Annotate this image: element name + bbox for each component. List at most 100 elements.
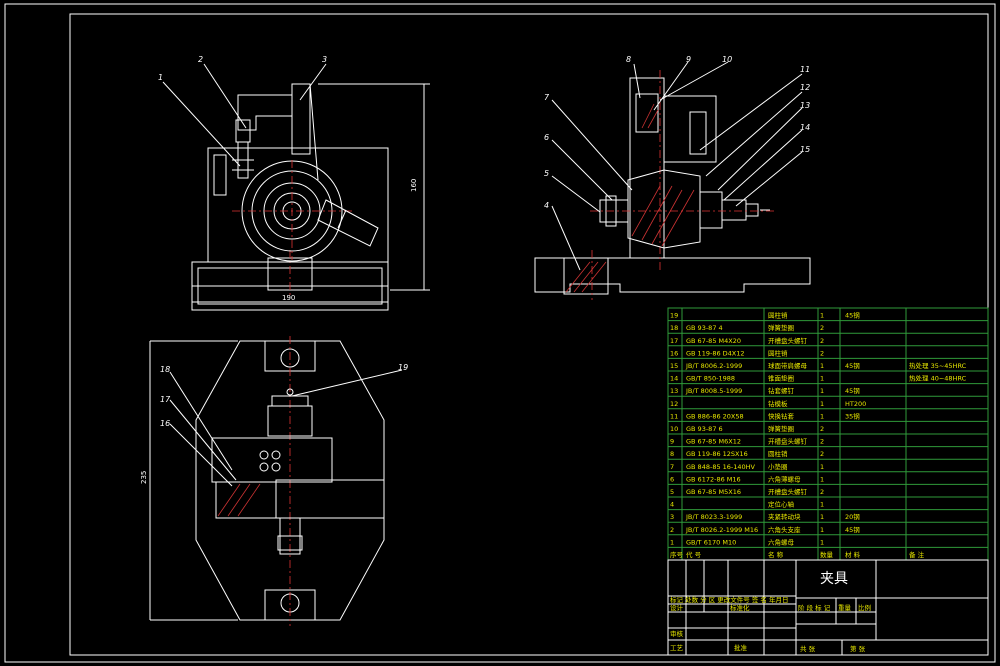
bom-cell-no: 12 <box>670 400 678 408</box>
bom-cell-no: 8 <box>670 450 674 458</box>
bom-cell-code: JB/T 8026.2-1999 M16 <box>685 526 758 534</box>
bom-cell-no: 14 <box>670 375 678 383</box>
bom-header-material: 材 料 <box>845 550 861 559</box>
callout-10: 10 <box>722 55 732 64</box>
bom-cell-no: 5 <box>670 488 674 496</box>
bom-cell-qty: 1 <box>820 375 824 383</box>
title-block: 夹具 标记 处数 分 区 更改文件号 签 名 年月日 设计 标准化 审核 工艺 … <box>667 559 989 656</box>
bom-cell-qty: 1 <box>820 475 824 483</box>
bom-cell-qty: 1 <box>820 526 824 534</box>
bom-cell-code: GB 119-86 12SX16 <box>686 450 748 458</box>
bom-header-code: 代 号 <box>686 550 702 559</box>
bom-cell-name: 六角薄螺母 <box>768 474 801 483</box>
bom-cell-material: 45钢 <box>845 312 860 320</box>
bom-cell-qty: 1 <box>820 513 824 521</box>
bom-cell-name: 开槽盘头螺钉 <box>768 336 808 345</box>
bom-cell-name: 夹紧转动块 <box>768 512 801 521</box>
bom-cell-material: HT200 <box>845 400 866 408</box>
bom-cell-no: 9 <box>670 438 674 446</box>
bom-cell-material: 45钢 <box>845 526 860 534</box>
bom-cell-code: GB 886-86 20X58 <box>686 412 744 420</box>
bom-cell-name: 弹簧垫圈 <box>768 424 794 433</box>
bom-cell-code: GB 67-85 M5X16 <box>686 488 741 496</box>
bom-cell-name: 球面带肩螺母 <box>768 361 808 370</box>
bom-cell-no: 13 <box>670 387 678 395</box>
callout-12: 12 <box>800 83 810 92</box>
bom-cell-qty: 1 <box>820 501 824 509</box>
bom-cell-remark: 热处理 35~45HRC <box>909 361 967 370</box>
bom-cell-code: GB 119-86 D4X12 <box>686 349 745 357</box>
bom-cell-name: 锥面垫圈 <box>768 374 794 383</box>
bom-header-qty: 数量 <box>820 550 834 559</box>
bom-cell-no: 1 <box>670 538 674 546</box>
bom-cell-qty: 2 <box>820 337 824 345</box>
weight-label: 重量 <box>838 604 852 612</box>
bom-cell-qty: 1 <box>820 362 824 370</box>
drawing-name: 夹具 <box>820 571 848 587</box>
bom-cell-no: 16 <box>670 349 678 357</box>
bom-cell-qty: 1 <box>820 312 824 320</box>
callout-11: 11 <box>800 65 810 74</box>
approve-label: 审核 <box>670 629 684 638</box>
callout-15: 15 <box>800 145 810 154</box>
bom-cell-qty: 2 <box>820 349 824 357</box>
bom-cell-remark: 热处理 40~48HRC <box>909 374 967 383</box>
dimension-height-bottom: 235 <box>140 471 148 484</box>
bom-cell-code: GB/T 850-1988 <box>686 375 735 383</box>
bom-cell-no: 11 <box>670 412 678 420</box>
bom-cell-qty: 1 <box>820 387 824 395</box>
designer-label: 设计 <box>670 603 684 612</box>
bom-cell-material: 45钢 <box>845 362 860 370</box>
bom-cell-no: 4 <box>670 501 674 509</box>
bom-cell-code: GB 93-87 6 <box>686 425 723 433</box>
bom-cell-code: GB 67-85 M4X20 <box>686 337 741 345</box>
callout-19: 19 <box>398 363 408 372</box>
bom-cell-name: 定位心轴 <box>768 500 795 509</box>
bom-cell-code: GB 6172-86 M16 <box>686 475 741 483</box>
header-row-label: 标记 处数 分 区 更改文件号 签 名 年月日 <box>670 595 788 604</box>
bom-cell-code: GB/T 6170 M10 <box>686 538 736 546</box>
bom-cell-material: 45钢 <box>845 387 860 395</box>
callout-7: 7 <box>544 93 550 102</box>
dimension-height-top: 160 <box>410 179 418 192</box>
bom-cell-name: 快换钻套 <box>768 411 795 420</box>
bom-cell-code: GB 848-85 16-140HV <box>686 463 756 471</box>
callout-17: 17 <box>160 395 171 404</box>
bom-cell-qty: 1 <box>820 463 824 471</box>
stage-label: 阶 段 标 记 <box>798 603 831 612</box>
bom-cell-name: 钻套螺钉 <box>768 386 795 395</box>
bom-cell-name: 开槽盘头螺钉 <box>768 437 808 446</box>
bom-cell-code: JB/T 8008.5-1999 <box>685 387 742 395</box>
bom-cell-name: 弹簧垫圈 <box>768 323 794 332</box>
bom-cell-no: 6 <box>670 475 674 483</box>
dimension-width-top: 190 <box>282 294 295 302</box>
callout-18: 18 <box>160 365 170 374</box>
bom-cell-no: 18 <box>670 324 678 332</box>
bom-cell-no: 19 <box>670 312 678 320</box>
callout-1: 1 <box>158 73 163 82</box>
plan-view: 235 16 17 18 19 <box>140 336 408 626</box>
bom-cell-no: 3 <box>670 513 674 521</box>
bom-cell-qty: 2 <box>820 425 824 433</box>
callout-13: 13 <box>800 101 810 110</box>
bom-cell-code: JB/T 8006.2-1999 <box>685 362 742 370</box>
callout-6: 6 <box>544 133 549 142</box>
sheet-label: 第 张 <box>850 644 866 653</box>
bom-cell-name: 圆柱销 <box>768 311 788 320</box>
callout-9: 9 <box>686 55 691 64</box>
sheet-border-outer <box>4 3 996 663</box>
process-label: 工艺 <box>670 644 684 652</box>
bom-cell-code: GB 67-85 M6X12 <box>686 438 741 446</box>
bom-cell-qty: 2 <box>820 450 824 458</box>
bom-header-name: 名 称 <box>768 550 784 559</box>
bom-cell-no: 17 <box>670 337 678 345</box>
bom-cell-material: 20钢 <box>845 513 860 521</box>
bom-cell-name: 钻模板 <box>768 399 788 408</box>
std-label: 标准化 <box>730 603 750 612</box>
bom-header-remark: 备 注 <box>909 550 925 559</box>
front-view: 160 190 1 2 3 <box>158 55 430 311</box>
scale-label: 比例 <box>858 603 871 612</box>
bom-cell-name: 小垫圈 <box>768 462 788 471</box>
